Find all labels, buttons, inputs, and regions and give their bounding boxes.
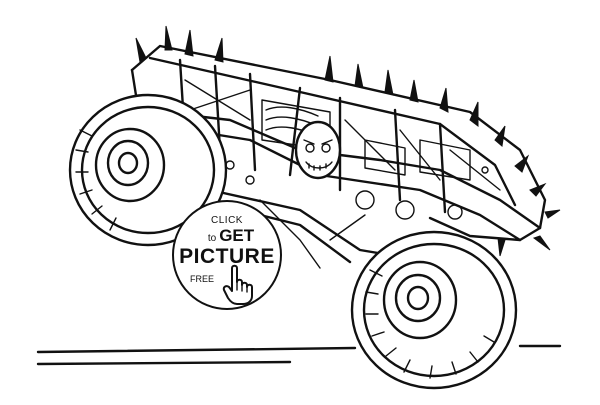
cta-picture-text: PICTURE xyxy=(179,245,275,268)
rear-wheel xyxy=(68,93,228,247)
spikes xyxy=(135,25,561,257)
cta-click-text: CLICK xyxy=(211,215,243,226)
truck-body xyxy=(130,44,547,269)
cta-to-text: to xyxy=(207,233,217,244)
front-wheel xyxy=(350,230,518,390)
ground-lines xyxy=(36,344,562,366)
hand-pointer-icon xyxy=(222,264,253,305)
cta-get-text: GET xyxy=(219,226,255,245)
cta-free-text: FREE xyxy=(190,274,215,284)
